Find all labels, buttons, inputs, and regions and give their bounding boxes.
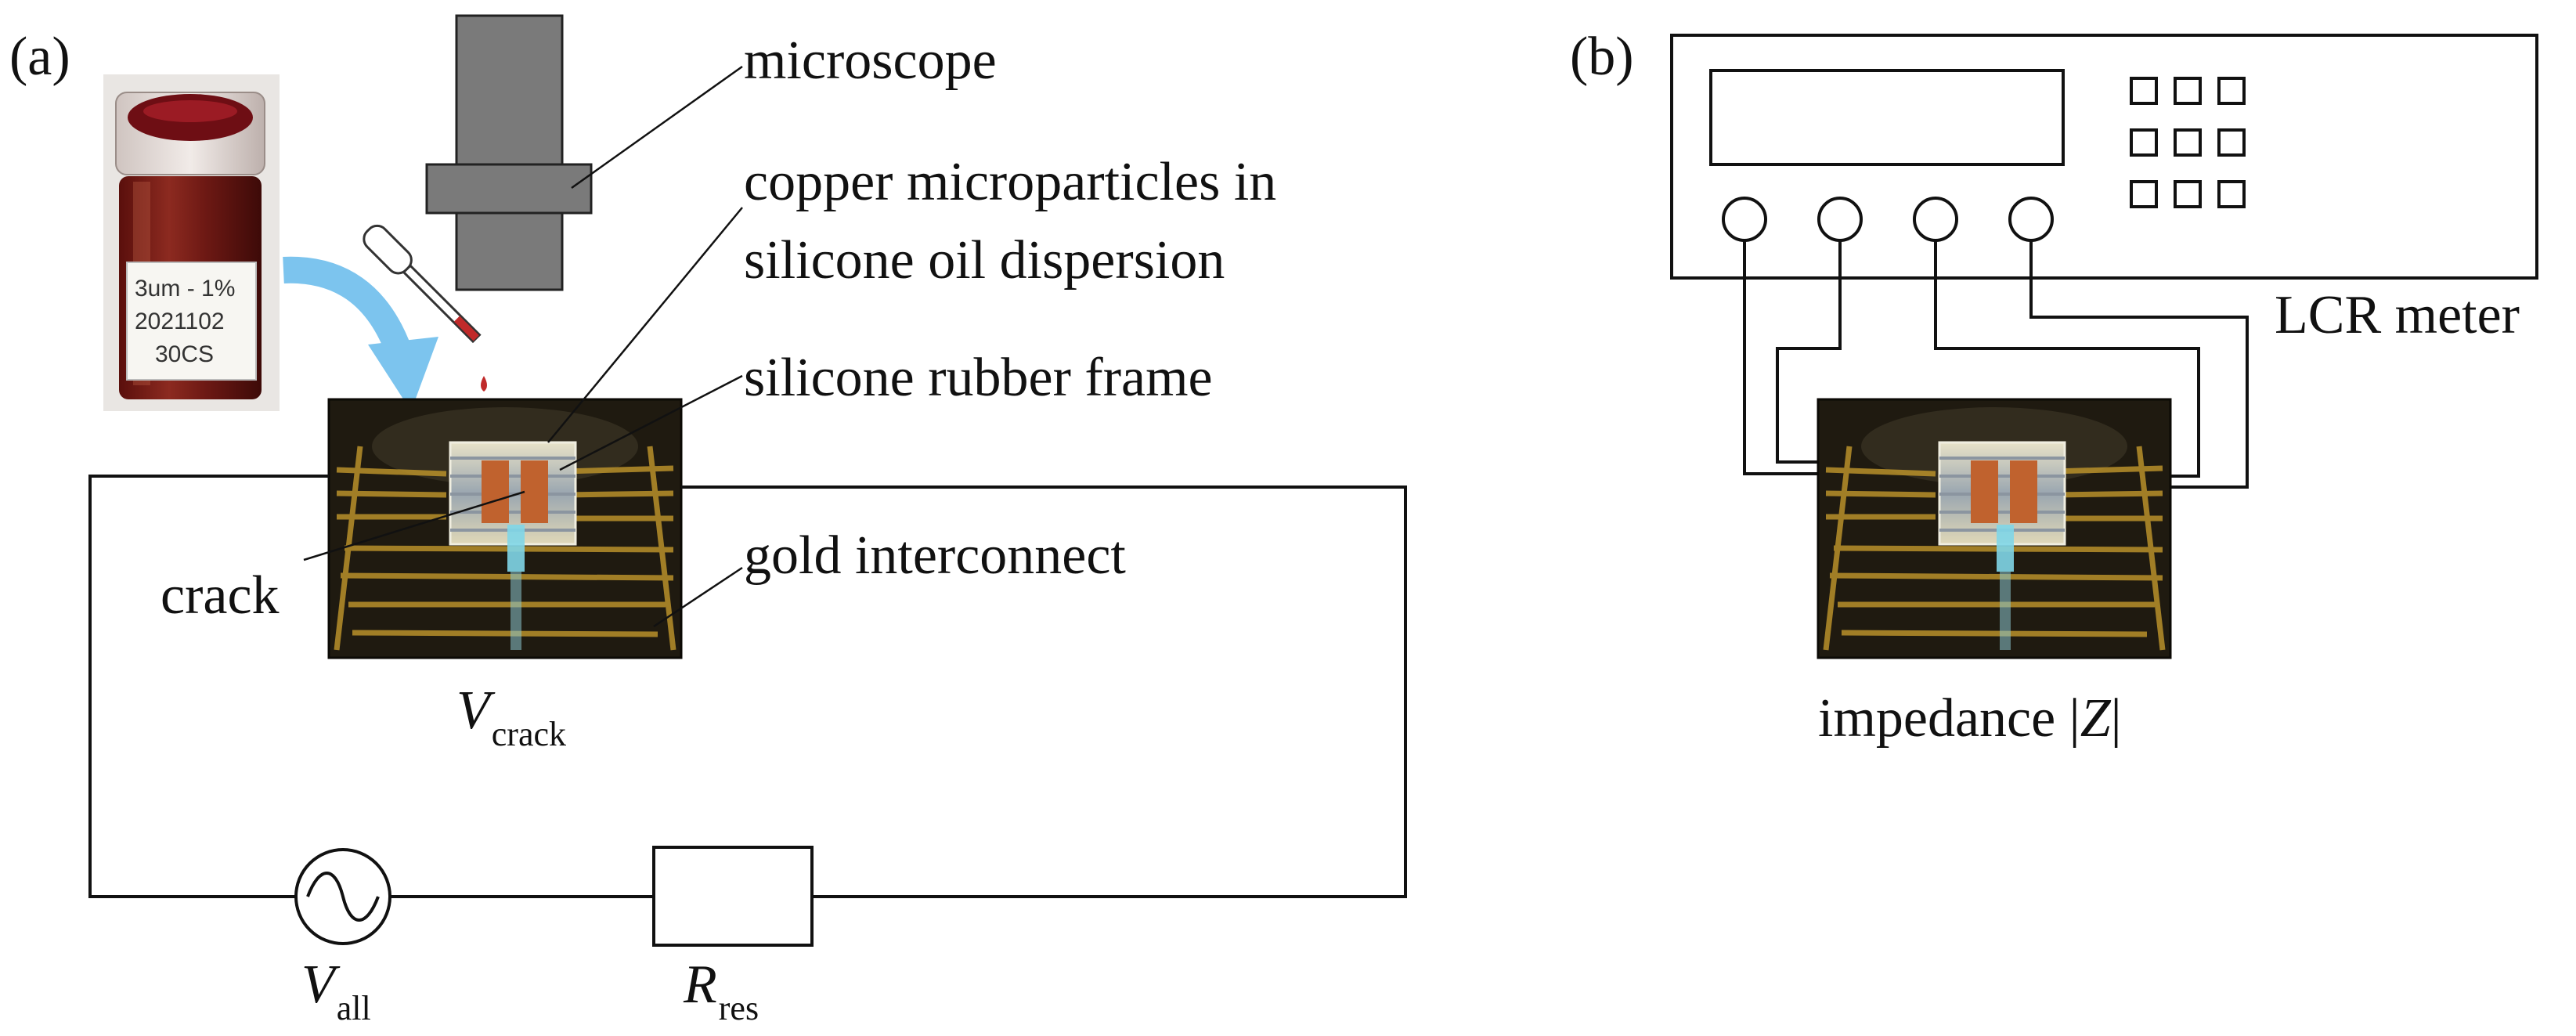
microscope-leader [571, 65, 743, 190]
crack-label: crack [161, 565, 280, 626]
frame-leader [559, 374, 743, 471]
circuit-b-wires [1743, 240, 2249, 489]
lcr-keypad [2130, 77, 2246, 208]
frame-label: silicone rubber frame [744, 348, 1213, 408]
device-photo-a [329, 399, 681, 658]
crack-leader [303, 490, 525, 561]
vial-label-line3: 30CS [155, 341, 214, 367]
resistor-icon [652, 846, 814, 947]
particles-label-line2: silicone oil dispersion [744, 230, 1225, 291]
circuit-a-wires [88, 475, 1407, 898]
particles-label-line1: copper microparticles in [744, 152, 1276, 212]
vial-label-line1: 3um - 1% [135, 276, 235, 301]
pipette-icon [363, 224, 487, 392]
v-all-label: Vall [301, 955, 371, 1027]
microscope-icon [425, 14, 593, 291]
lcr-meter-label: LCR meter [2275, 285, 2520, 345]
particles-leader [547, 207, 743, 443]
v-crack-label: Vcrack [456, 680, 566, 753]
lcr-display [1709, 69, 2065, 166]
panel-b-label: (b) [1570, 27, 1634, 87]
lcr-meter [1670, 34, 2538, 280]
device-photo-b [1818, 399, 2170, 658]
vial-label-line2: 2021102 [135, 309, 225, 334]
interconnect-leader [653, 566, 743, 628]
impedance-label: impedance |Z| [1818, 688, 2122, 749]
interconnect-label: gold interconnect [744, 525, 1126, 586]
vial-photo: 3um - 1% 2021102 30CS [103, 74, 280, 411]
panel-a-label: (a) [9, 27, 70, 87]
ac-source-icon [294, 848, 391, 945]
r-res-label: Rres [683, 955, 759, 1027]
microscope-label: microscope [744, 31, 997, 91]
pour-arrow [283, 256, 438, 411]
